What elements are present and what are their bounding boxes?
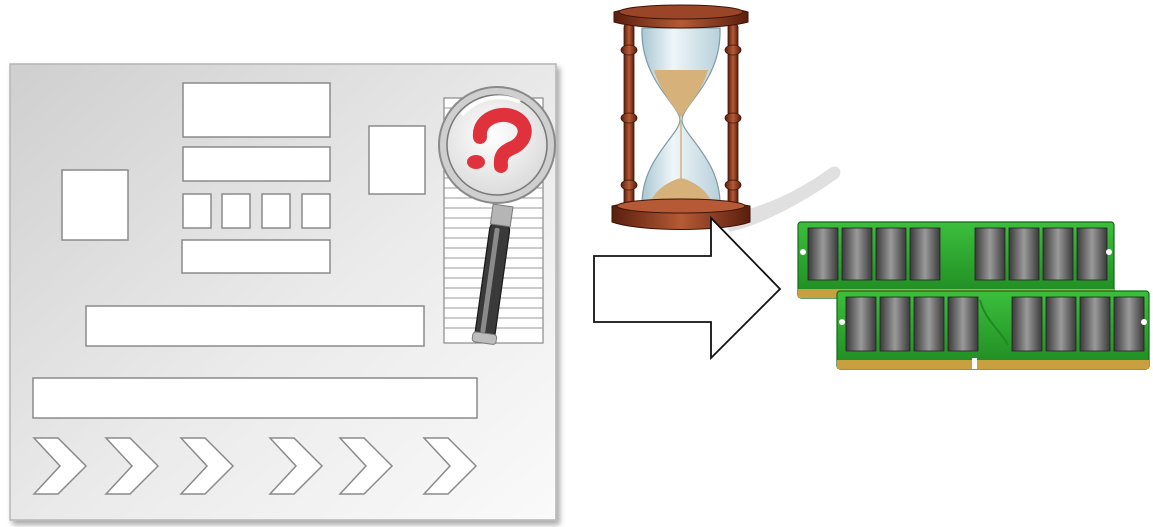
ram-module	[836, 290, 1150, 370]
ram-module	[797, 221, 1115, 299]
board-box	[61, 169, 129, 241]
board-box	[182, 82, 331, 138]
board-chevrons	[32, 437, 478, 495]
chevron-icon	[32, 437, 88, 495]
ram-module-icon	[797, 221, 1150, 370]
chevron-icon	[179, 437, 235, 495]
board-box	[32, 377, 478, 419]
board-box	[301, 193, 331, 229]
magnifier-question-icon	[438, 86, 556, 345]
hourglass-icon	[611, 4, 841, 232]
question-mark-icon	[467, 107, 532, 173]
board-boxes	[32, 82, 478, 419]
board-box	[85, 305, 425, 347]
chevron-icon	[338, 437, 394, 495]
board-box	[181, 239, 331, 274]
board-box	[221, 193, 251, 229]
board-box	[182, 193, 212, 229]
board-box	[368, 125, 426, 195]
board-box	[182, 146, 331, 182]
chevron-icon	[104, 437, 160, 495]
board-box	[261, 193, 291, 229]
chevron-icon	[268, 437, 324, 495]
chevron-icon	[422, 437, 478, 495]
arrow-right-icon	[593, 215, 782, 361]
